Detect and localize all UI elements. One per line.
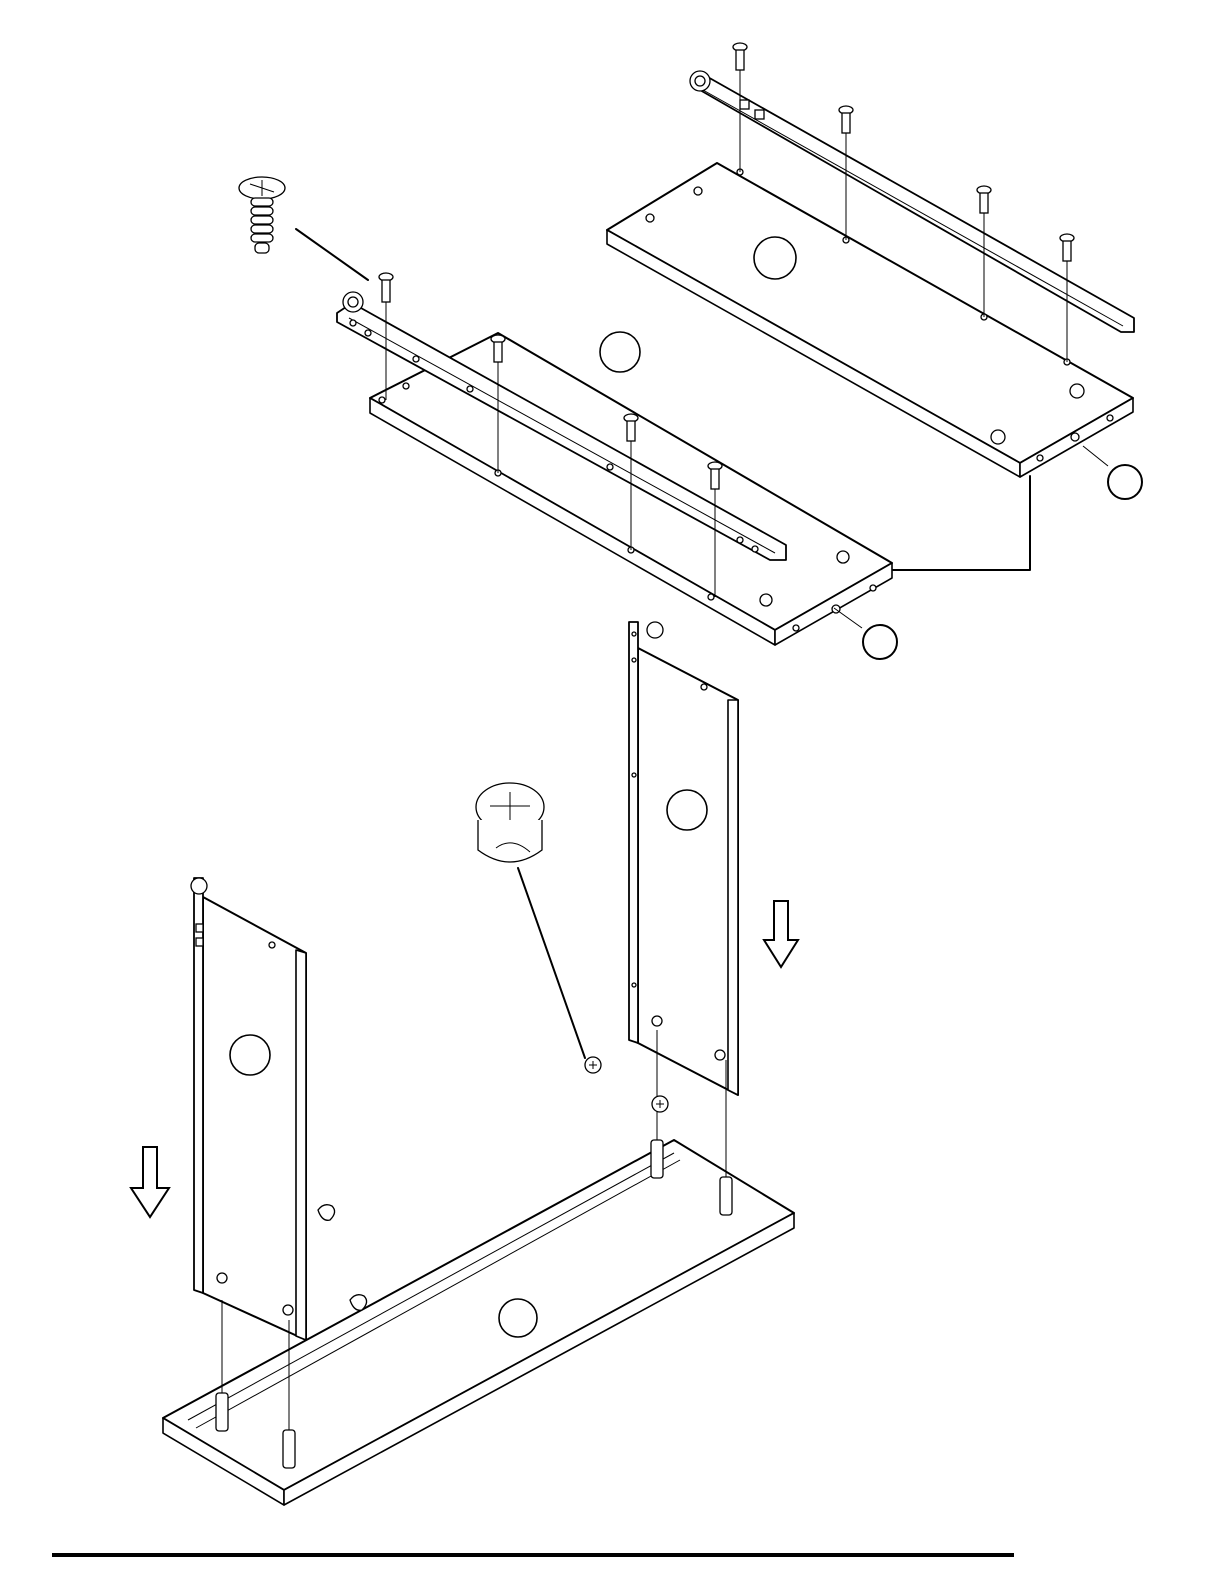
panel-label-circle xyxy=(499,1299,537,1337)
screw xyxy=(379,273,393,302)
panel-label-circle xyxy=(230,1035,270,1075)
screw xyxy=(1060,234,1074,261)
cam-lock xyxy=(350,1295,367,1311)
screw-detail xyxy=(239,177,368,280)
dowel xyxy=(216,1393,228,1431)
dowel xyxy=(720,1177,732,1215)
cam-lock xyxy=(318,1205,335,1221)
callout-middle-panel xyxy=(834,608,897,659)
cam-lock xyxy=(585,1057,601,1073)
panel-label-circle xyxy=(754,237,796,279)
down-arrow-icon xyxy=(764,901,798,967)
left-side-panel xyxy=(203,897,306,1340)
cam-lock-detail xyxy=(476,783,585,1058)
callout-top-panel xyxy=(1083,446,1142,499)
dowel xyxy=(651,1140,663,1178)
panel-label-circle xyxy=(667,790,707,830)
screw xyxy=(733,43,747,70)
screw xyxy=(977,186,991,213)
right-side-panel xyxy=(638,648,738,1095)
leader-line xyxy=(893,476,1030,570)
screw xyxy=(839,106,853,133)
down-arrow-icon xyxy=(131,1147,169,1217)
cam-lock xyxy=(652,1096,668,1112)
panel-label-circle xyxy=(600,332,640,372)
top-shelf-panel xyxy=(607,163,1133,477)
dowel xyxy=(283,1430,295,1468)
